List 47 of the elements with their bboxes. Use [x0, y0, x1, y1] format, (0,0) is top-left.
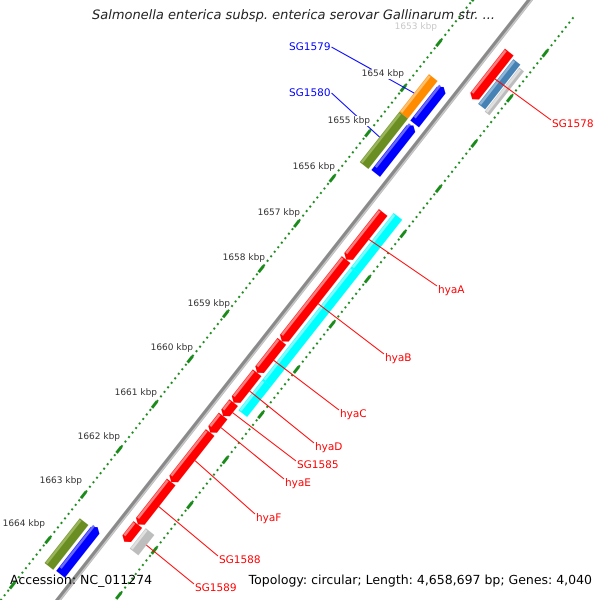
gene-label: SG1589 — [195, 582, 237, 594]
leader-line — [146, 544, 194, 584]
gene-feature — [208, 412, 228, 433]
gene-feature — [255, 338, 286, 374]
leader-line — [232, 412, 296, 462]
gene-label: hyaD — [315, 441, 342, 454]
gene-label: hyaB — [385, 352, 412, 364]
gene-label: hyaA — [438, 284, 464, 296]
scale-label: 1660 kbp — [150, 343, 193, 354]
leader-line — [194, 460, 256, 514]
gene-label: SG1588 — [219, 554, 261, 566]
title: Salmonella enterica subsp. enterica serovar Gallinarum str. ... — [92, 9, 495, 23]
gene-label: SG1579 — [289, 41, 331, 54]
gene-feature — [238, 380, 272, 418]
gene-feature — [484, 68, 524, 116]
gene-feature — [122, 521, 142, 542]
gene-label: hyaC — [340, 408, 367, 420]
leader-line — [273, 360, 340, 410]
footer-text: Topology: circular; Length: 4,658,697 bp; Genes: 4,040 — [248, 573, 592, 588]
gene-feature — [350, 212, 402, 274]
scale-label: 1656 kbp — [292, 162, 335, 172]
leader-line — [318, 303, 384, 354]
scale-label: 1659 kbp — [188, 299, 230, 310]
gene-label: SG1578 — [552, 118, 594, 130]
gene-label: hyaF — [256, 512, 282, 524]
scale-label: 1655 kbp — [328, 116, 370, 126]
scale-label: 1658 kbp — [222, 253, 265, 264]
leader-line — [220, 427, 284, 480]
scale-label: 1664 kbp — [2, 519, 45, 530]
leader-line — [158, 506, 218, 556]
gene-feature — [410, 84, 446, 128]
footer-text: Accession: NC_011274 — [10, 573, 152, 588]
gene-feature — [169, 429, 214, 482]
scale-label: 1661 kbp — [114, 388, 157, 398]
scale-label: 1657 kbp — [258, 208, 300, 218]
leader-line — [368, 238, 438, 286]
scale-label: 1662 kbp — [78, 432, 120, 442]
leader-line — [494, 78, 552, 120]
leader-line — [249, 390, 314, 444]
gene-feature — [221, 399, 238, 416]
gene-feature — [136, 478, 176, 525]
gene-label: SG1585 — [297, 459, 339, 472]
scale-label: 1654 kbp — [362, 69, 404, 80]
gene-feature — [371, 123, 416, 177]
gene-label: hyaE — [285, 477, 311, 490]
scale-label: 1663 kbp — [40, 476, 82, 486]
gene-label: SG1580 — [289, 87, 331, 100]
